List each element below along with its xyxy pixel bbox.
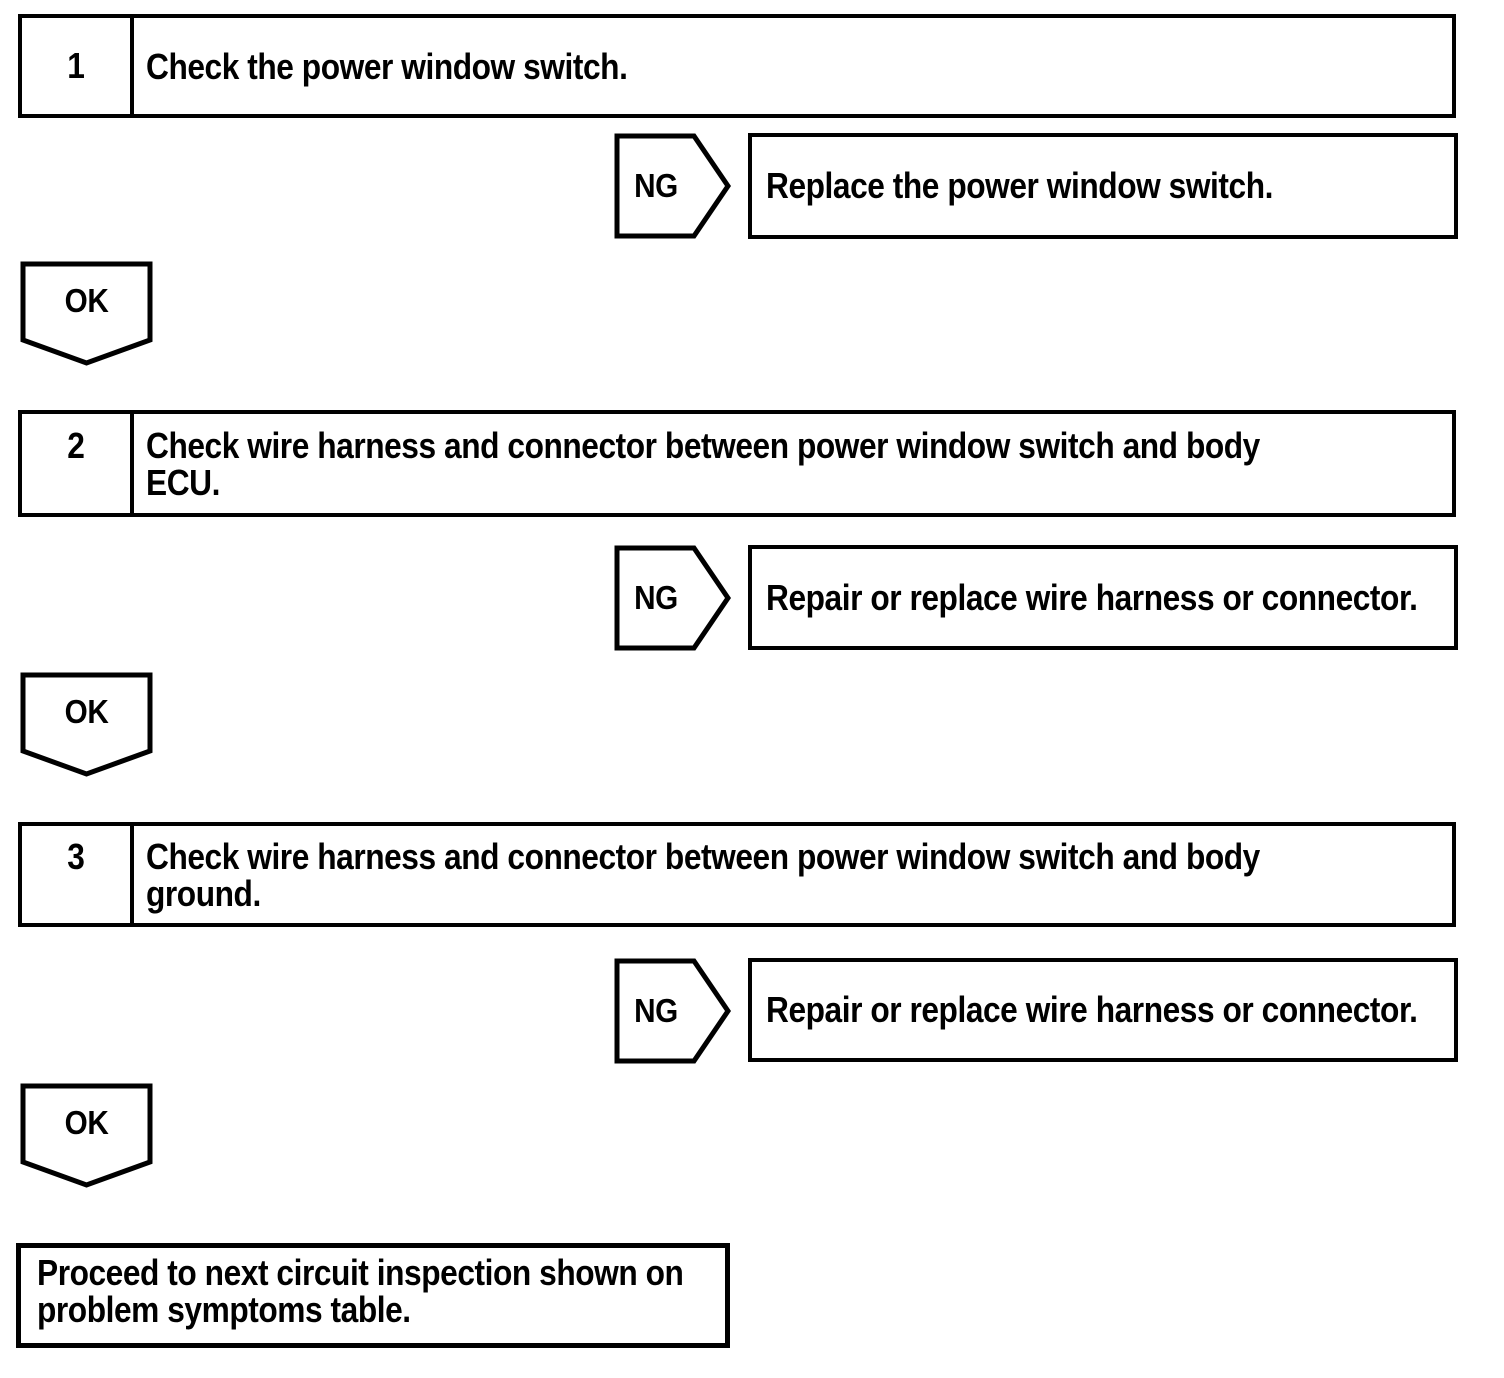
step-3-ng-connector: NG	[614, 958, 731, 1064]
step-1-ng-action-box: Replace the power window switch.	[748, 133, 1458, 239]
step-1-ok-label: OK	[64, 281, 109, 319]
ok-pentagon-down-icon	[20, 672, 153, 777]
step-3-ng-action-text: Repair or replace wire harness or connec…	[766, 989, 1418, 1030]
step-3-ok-label: OK	[64, 1103, 109, 1141]
step-1-ng-connector: NG	[614, 133, 731, 239]
step-2-ng-connector: NG	[614, 545, 731, 651]
final-instruction-box: Proceed to next circuit inspection shown…	[16, 1243, 730, 1348]
step-2-ng-label: NG	[634, 579, 678, 616]
ng-pentagon-icon	[614, 133, 731, 239]
step-2-ng-action-box: Repair or replace wire harness or connec…	[748, 545, 1458, 650]
ok-pentagon-down-icon	[20, 1083, 153, 1188]
step-1-question-line-1: Check the power window switch.	[146, 45, 628, 87]
step-2-ok-connector: OK	[20, 672, 153, 777]
step-3-ng-action-box: Repair or replace wire harness or connec…	[748, 958, 1458, 1062]
step-1-question: Check the power window switch.	[134, 18, 1452, 114]
step-1-ng-label: NG	[634, 167, 678, 204]
step-1-number: 1	[67, 45, 85, 86]
step-3-question: Check wire harness and connector between…	[134, 826, 1452, 923]
step-1-ok-connector: OK	[20, 261, 153, 366]
step-3-number: 3	[67, 835, 85, 877]
ng-pentagon-icon	[614, 958, 731, 1064]
step-1-number-cell: 1	[22, 18, 134, 114]
step-3-box: 3 Check wire harness and connector betwe…	[18, 822, 1456, 927]
step-3-number-cell: 3	[22, 826, 134, 923]
step-2-question: Check wire harness and connector between…	[134, 414, 1452, 513]
step-2-ok-label: OK	[64, 692, 109, 730]
step-3-ng-label: NG	[634, 992, 678, 1029]
step-3-ok-connector: OK	[20, 1083, 153, 1188]
final-instruction-line-2: problem symptoms table.	[37, 1289, 411, 1330]
ok-pentagon-down-icon	[20, 261, 153, 366]
step-2-number-cell: 2	[22, 414, 134, 513]
step-2-question-line-1: Check wire harness and connector between…	[146, 424, 1260, 466]
step-2-number: 2	[67, 424, 85, 466]
step-2-question-line-2: ECU.	[146, 461, 220, 503]
step-1-box: 1 Check the power window switch.	[18, 14, 1456, 118]
step-3-question-line-2: ground.	[146, 872, 261, 914]
step-2-ng-action-text: Repair or replace wire harness or connec…	[766, 576, 1418, 618]
step-3-question-line-1: Check wire harness and connector between…	[146, 835, 1260, 877]
step-2-box: 2 Check wire harness and connector betwe…	[18, 410, 1456, 517]
ng-pentagon-icon	[614, 545, 731, 651]
step-1-ng-action-text: Replace the power window switch.	[766, 165, 1273, 206]
final-instruction-line-1: Proceed to next circuit inspection shown…	[37, 1252, 684, 1293]
